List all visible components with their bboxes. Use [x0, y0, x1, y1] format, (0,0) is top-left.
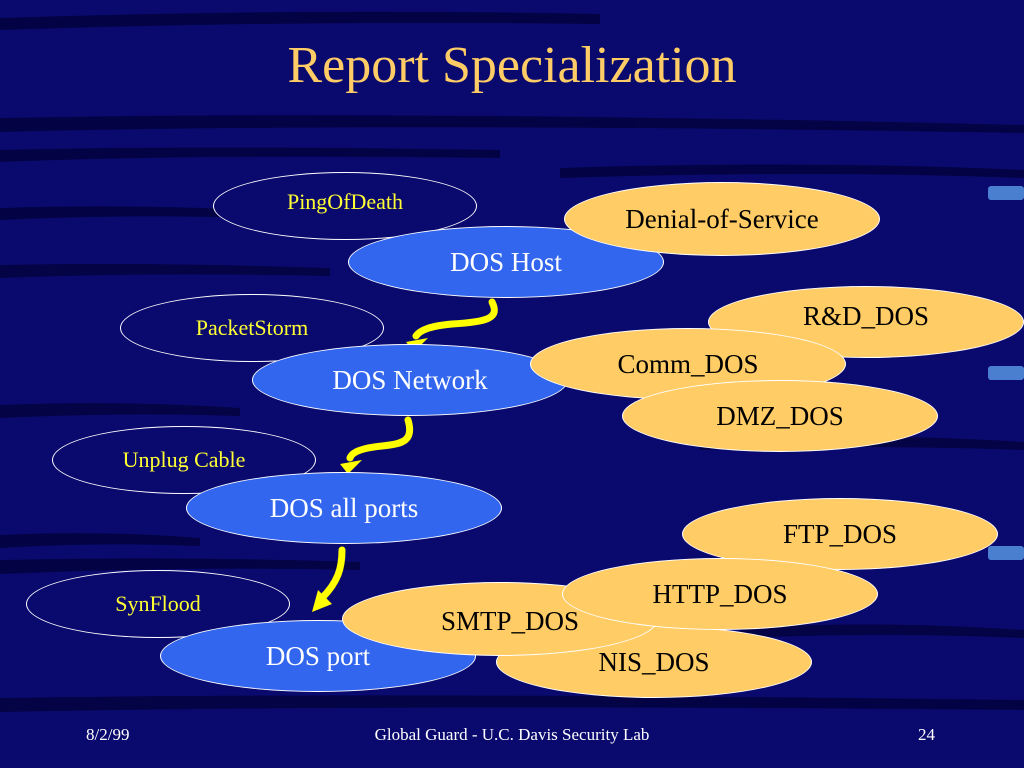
- footer-date: 8/2/99: [86, 725, 130, 744]
- report-dos-port: DOS port: [160, 620, 476, 692]
- report-label: DOS port: [265, 640, 371, 671]
- attack-label: SynFlood: [115, 591, 201, 616]
- attack-label: PacketStorm: [195, 315, 309, 340]
- spec-label: FTP_DOS: [782, 518, 898, 549]
- attack-pingofdeath: PingOfDeath: [213, 172, 477, 240]
- spec-label: HTTP_DOS: [652, 578, 788, 609]
- spec-label: DMZ_DOS: [716, 400, 844, 431]
- spec-denial-of-service: Denial-of-Service: [564, 182, 880, 256]
- attack-label: PingOfDeath: [286, 189, 404, 214]
- report-dos-network: DOS Network: [252, 344, 568, 416]
- spec-label: Denial-of-Service: [625, 203, 819, 234]
- report-label: DOS all ports: [269, 492, 419, 523]
- arrow-allports-to-port: [318, 546, 346, 602]
- spec-dmz-dos: DMZ_DOS: [622, 380, 938, 452]
- spec-ftp-dos: FTP_DOS: [682, 498, 998, 570]
- spec-label: NIS_DOS: [598, 646, 710, 677]
- attack-label: Unplug Cable: [122, 447, 246, 472]
- arrow-host-to-network: [412, 298, 498, 340]
- footer-page-number: 24: [918, 725, 935, 744]
- spec-label: Comm_DOS: [617, 348, 759, 379]
- report-dos-all-ports: DOS all ports: [186, 472, 502, 544]
- spec-rnd-dos: R&D_DOS: [708, 286, 1024, 358]
- spec-label: SMTP_DOS: [440, 605, 580, 636]
- spec-http-dos: HTTP_DOS: [562, 558, 878, 630]
- slide-title: Report Specialization: [287, 37, 737, 94]
- report-label: DOS Network: [332, 364, 488, 395]
- spec-label: R&D_DOS: [802, 300, 930, 331]
- arrow-network-to-allports: [346, 416, 414, 462]
- footer-center-text: Global Guard - U.C. Davis Security Lab: [374, 725, 650, 744]
- report-label: DOS Host: [450, 246, 562, 277]
